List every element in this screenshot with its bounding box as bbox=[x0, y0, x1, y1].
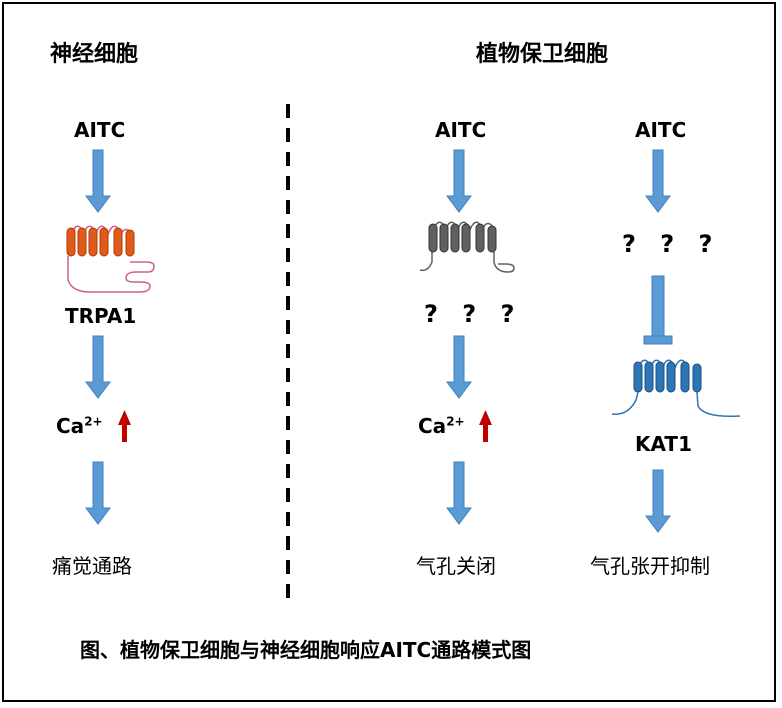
mid-arrow-1 bbox=[446, 149, 472, 213]
figure-caption: 图、植物保卫细胞与神经细胞响应AITC通路模式图 bbox=[80, 638, 532, 662]
left-panel-title: 神经细胞 bbox=[50, 42, 139, 67]
mid-calcium-up-arrow bbox=[479, 410, 492, 442]
figure-frame bbox=[2, 2, 776, 702]
trpa1-channel-icon bbox=[66, 225, 155, 293]
mid-arrow-3 bbox=[446, 461, 472, 525]
stomatal-opening-inhibition-label: 气孔张开抑制 bbox=[590, 554, 710, 578]
right-unknown-label: ? ? ? bbox=[622, 230, 721, 258]
mid-unknown-label: ? ? ? bbox=[424, 300, 523, 328]
unknown-channel-icon bbox=[419, 221, 515, 273]
right-aitc-label: AITC bbox=[635, 118, 687, 142]
mid-aitc-label: AITC bbox=[435, 118, 487, 142]
kat1-label: KAT1 bbox=[635, 432, 692, 456]
mid-arrow-2 bbox=[446, 335, 472, 399]
right-panel-title: 植物保卫细胞 bbox=[476, 42, 609, 67]
pain-pathway-label: 痛觉通路 bbox=[52, 554, 132, 578]
left-arrow-2 bbox=[85, 335, 111, 399]
left-aitc-label: AITC bbox=[74, 118, 126, 142]
left-calcium-label: Ca2+ bbox=[56, 414, 103, 438]
right-arrow-2 bbox=[645, 469, 671, 533]
trpa1-label: TRPA1 bbox=[65, 304, 137, 328]
mid-calcium-label: Ca2+ bbox=[418, 414, 465, 438]
left-arrow-3 bbox=[85, 461, 111, 525]
kat1-channel-icon bbox=[611, 359, 741, 418]
right-arrow-1 bbox=[645, 149, 671, 213]
left-arrow-1 bbox=[85, 149, 111, 213]
left-calcium-up-arrow bbox=[118, 410, 131, 442]
inhibition-t-bar bbox=[643, 275, 673, 345]
stomatal-closure-label: 气孔关闭 bbox=[416, 554, 496, 578]
